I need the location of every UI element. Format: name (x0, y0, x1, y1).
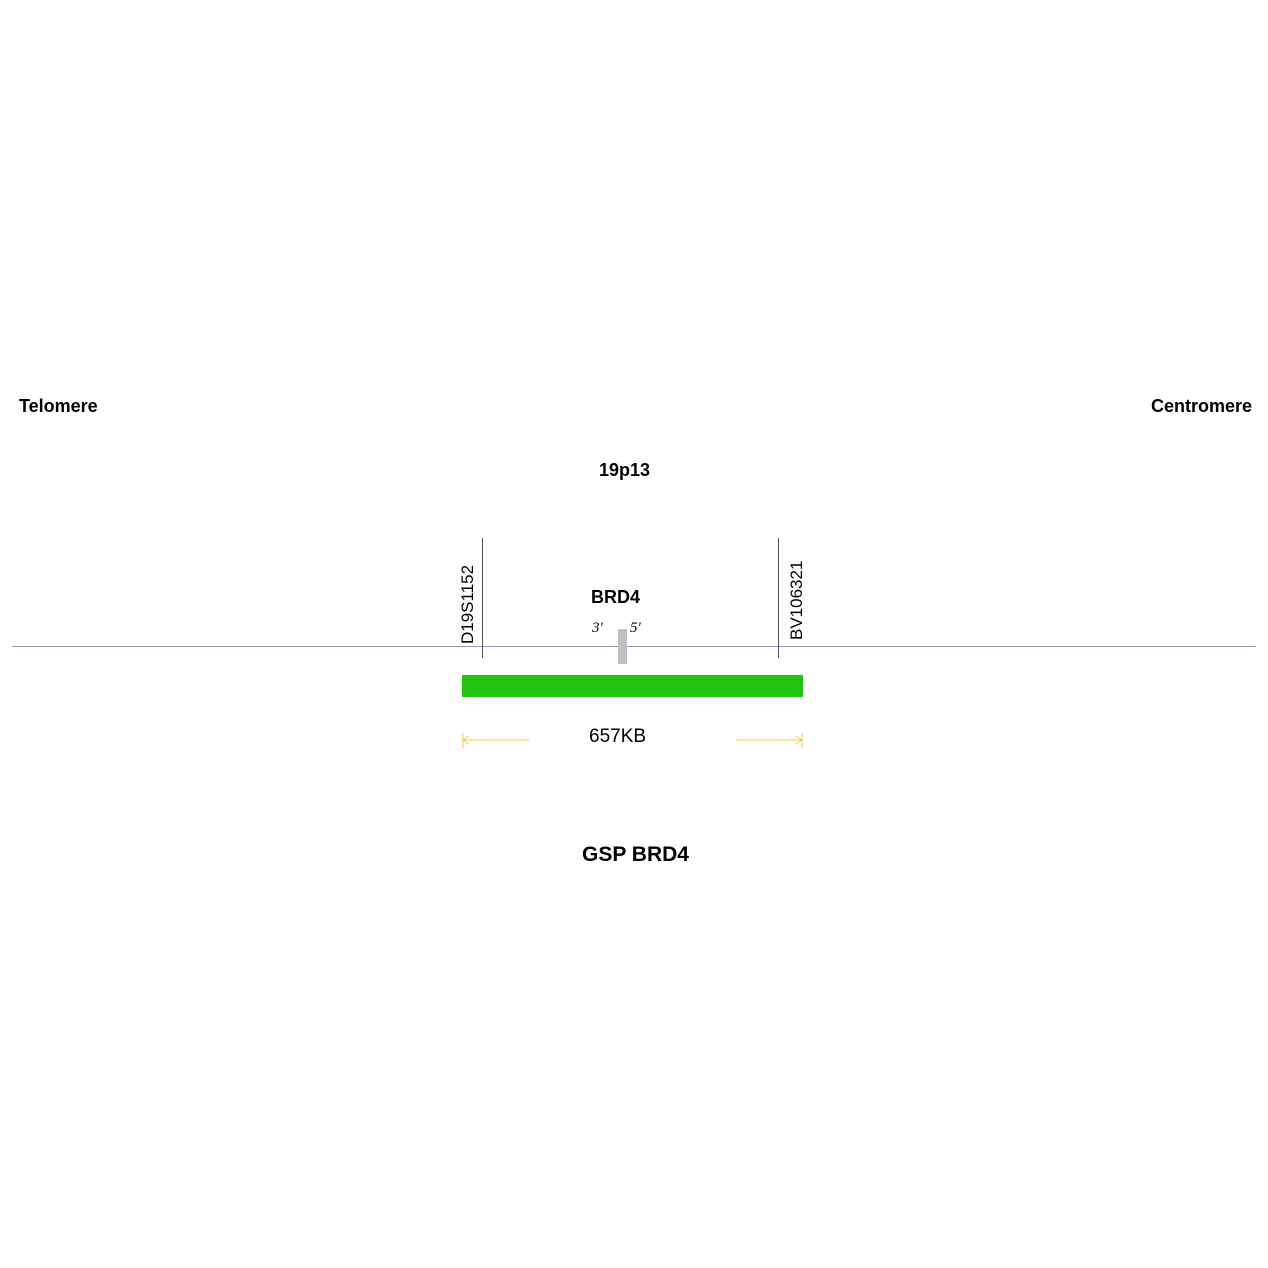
centromere-label: Centromere (1151, 396, 1253, 416)
right-marker-line (778, 538, 779, 658)
probe-bar (462, 675, 803, 697)
left-marker-label: D19S1152 (458, 564, 477, 644)
three-prime-label: 3′ (592, 620, 603, 636)
five-prime-label: 5′ (630, 620, 641, 636)
band-label: 19p13 (599, 460, 651, 480)
gene-block (618, 629, 627, 664)
chromosome-axis (12, 646, 1256, 647)
probe-title: GSP BRD4 (582, 843, 689, 866)
size-arrows (462, 733, 803, 748)
size-label: 657KB (589, 726, 647, 747)
gene-label: BRD4 (591, 587, 641, 607)
right-marker-label: BV106321 (787, 560, 806, 640)
telomere-label: Telomere (19, 396, 98, 416)
left-marker-line (482, 538, 483, 658)
